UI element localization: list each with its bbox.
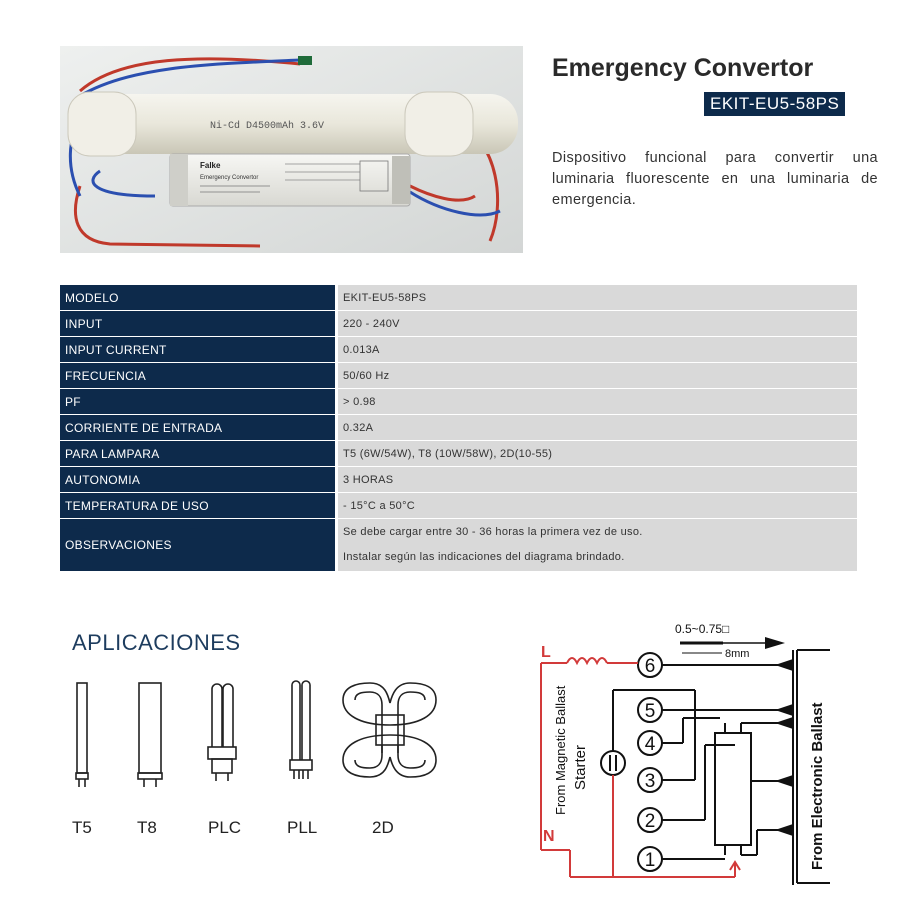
plc-lamp-icon [207,683,237,781]
terminal-1: 1 [645,850,656,871]
spec-value: T5 (6W/54W), T8 (10W/58W), 2D(10-55) [338,441,857,467]
starter-icon [600,750,626,776]
terminal-3: 3 [645,771,656,792]
spec-value: 220 - 240V [338,311,857,337]
spec-value: 50/60 Hz [338,363,857,389]
table-row: OBSERVACIONES Se debe cargar entre 30 - … [60,519,857,572]
spec-key: INPUT [60,311,338,337]
spec-key: PARA LAMPARA [60,441,338,467]
electronic-ballast-label: From Electronic Ballast [809,702,826,870]
line-label: L [541,644,551,661]
applications-title: APLICACIONES [72,630,241,655]
terminal-4: 4 [645,734,656,755]
table-row: PF> 0.98 [60,389,857,415]
tube-icon [714,732,752,846]
observation-line: Se debe cargar entre 30 - 36 horas la pr… [343,526,643,538]
spec-value: - 15°C a 50°C [338,493,857,519]
lamp-label-t8: T8 [137,818,157,837]
model-badge: EKIT-EU5-58PS [704,92,846,116]
product-description: Dispositivo funcional para convertir una… [552,150,878,208]
product-photo: Ni-Cd D4500mAh 3.6V Falke Emergency Conv… [60,46,523,253]
observation-line: Instalar según las indicaciones del diag… [343,551,625,563]
battery-label: Ni-Cd D4500mAh 3.6V [210,120,324,132]
product-title: Emergency Convertor [552,54,814,82]
terminal-6: 6 [645,656,656,677]
spec-key: FRECUENCIA [60,363,338,389]
terminal-2: 2 [645,811,656,832]
starter-label: Starter [572,745,589,790]
spec-key: TEMPERATURA DE USO [60,493,338,519]
svg-text:Falke: Falke [200,161,221,170]
t8-lamp-icon [137,682,163,787]
table-row: TEMPERATURA DE USO- 15°C a 50°C [60,493,857,519]
lamp-label-plc: PLC [208,818,242,837]
spec-key: AUTONOMIA [60,467,338,493]
spec-key: OBSERVACIONES [60,519,338,572]
spec-key: INPUT CURRENT [60,337,338,363]
wire-spec-label: 0.5~0.75□ [675,622,729,636]
lamp-label-2d: 2D [372,818,394,837]
spec-value: 0.32A [338,415,857,441]
spec-key: MODELO [60,285,338,311]
t5-lamp-icon [75,682,89,787]
strip-length-label: 8mm [725,648,749,660]
magnetic-ballast-label: From Magnetic Ballast [553,685,568,815]
lamp-label-pll: PLL [287,818,318,837]
svg-text:Emergency Convertor: Emergency Convertor [200,175,258,181]
terminal-5: 5 [645,701,656,722]
spec-value: > 0.98 [338,389,857,415]
lamp-label-t5: T5 [72,818,92,837]
2d-lamp-icon [342,682,437,778]
wiring-diagram: 0.5~0.75□ 8mm 6 5 4 3 2 1 L [525,615,835,890]
neutral-label: N [543,828,555,845]
lamp-icons [60,675,440,795]
spec-key: PF [60,389,338,415]
spec-value: Se debe cargar entre 30 - 36 horas la pr… [338,519,857,572]
spec-value: 0.013A [338,337,857,363]
spec-value: 3 HORAS [338,467,857,493]
spec-value: EKIT-EU5-58PS [338,285,857,311]
pll-lamp-icon [289,680,313,779]
spec-key: CORRIENTE DE ENTRADA [60,415,338,441]
